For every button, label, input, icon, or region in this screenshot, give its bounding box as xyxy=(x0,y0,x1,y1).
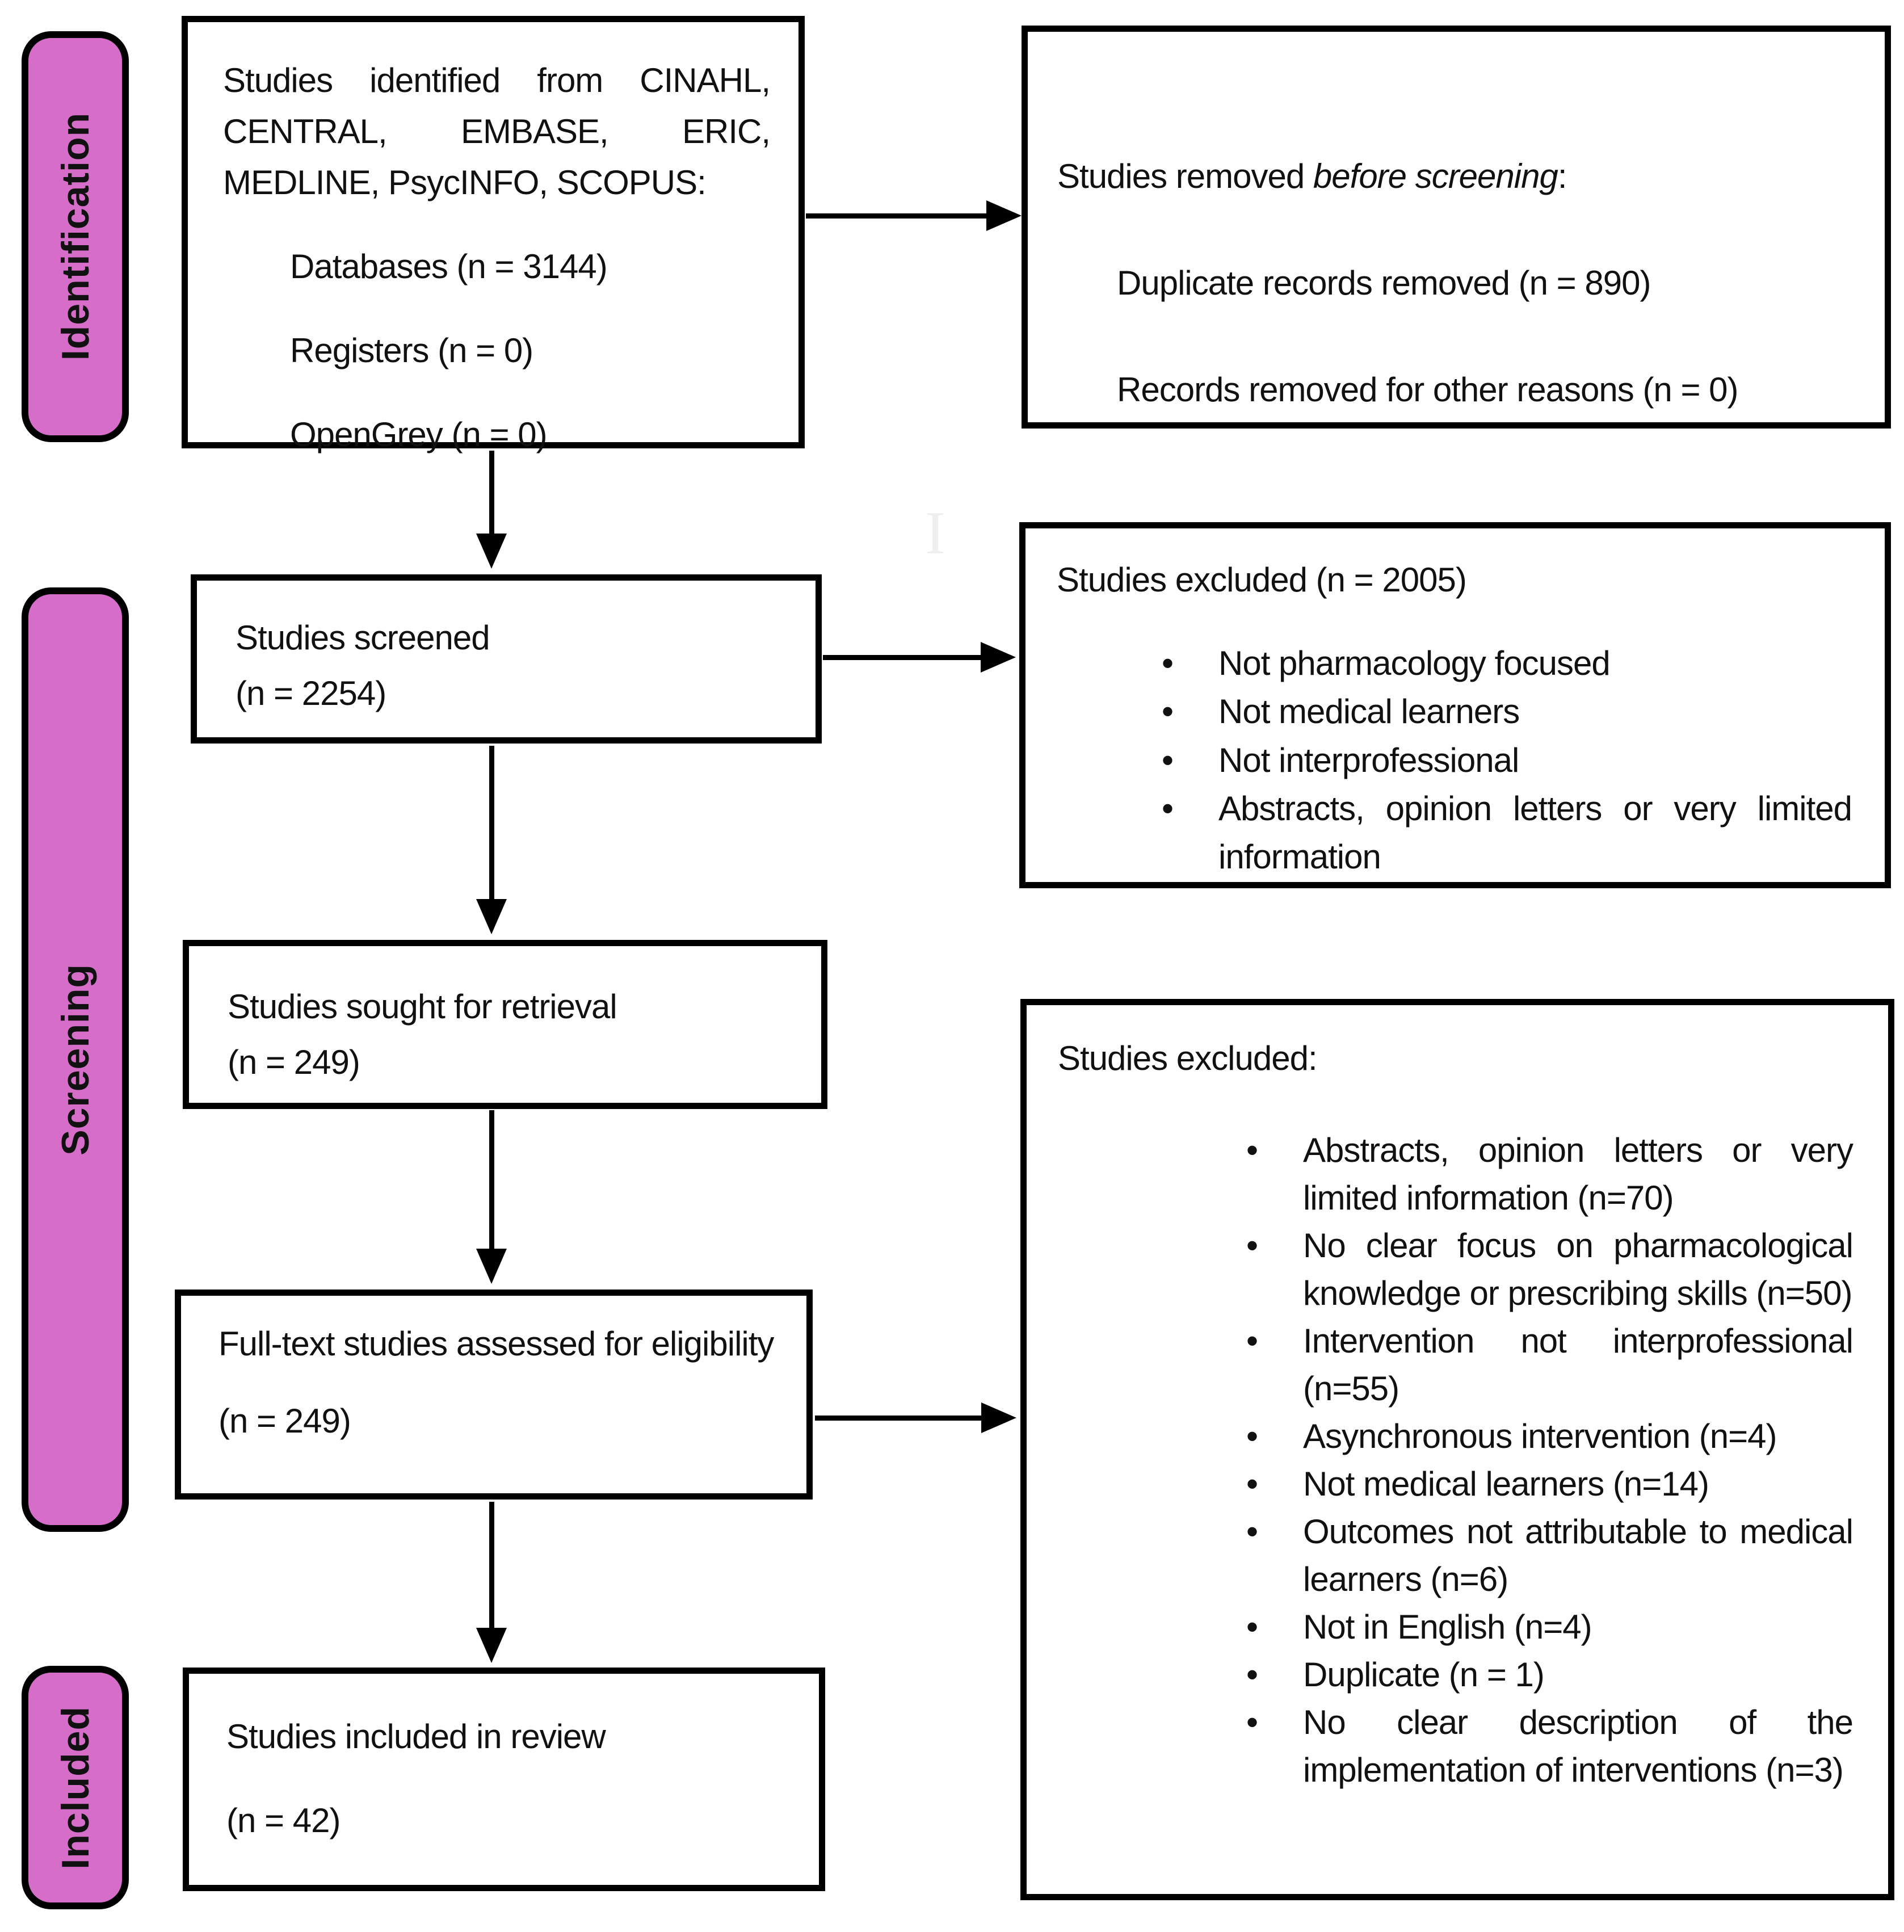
identified-intro-text: Studies identified from CINAHL, CENTRAL,… xyxy=(223,61,771,201)
removed-item-other-reasons: Records removed for other reasons (n = 0… xyxy=(1117,371,1739,409)
stage-label-text: Identification xyxy=(53,112,97,361)
stage-label-included: Included xyxy=(22,1666,129,1909)
bullet-item: Duplicate (n = 1) xyxy=(1246,1651,1853,1699)
fulltext-count: (n = 249) xyxy=(218,1402,351,1440)
box-studies-screened: Studies screened (n = 2254) xyxy=(191,574,822,744)
arrow-right-icon xyxy=(823,642,1016,673)
watermark-text-artifact: I xyxy=(925,499,945,567)
fulltext-line1: Full-text studies assessed for eligibili… xyxy=(218,1325,774,1363)
bullet-item: Not interprofessional xyxy=(1162,736,1852,784)
bullet-item: Not in English (n=4) xyxy=(1246,1603,1853,1651)
screened-line1: Studies screened xyxy=(236,619,490,657)
removed-title-italic: before screening xyxy=(1313,157,1558,195)
identified-source-databases: Databases (n = 3144) xyxy=(290,247,608,285)
bullet-item: Abstracts, opinion letters or very limit… xyxy=(1162,784,1852,881)
removed-title-suffix: : xyxy=(1557,157,1567,195)
arrow-down-icon xyxy=(476,746,507,934)
stage-label-screening: Screening xyxy=(22,587,129,1532)
removed-item-duplicates: Duplicate records removed (n = 890) xyxy=(1117,264,1651,303)
excluded-fulltext-title: Studies excluded: xyxy=(1058,1039,1318,1077)
box-sought-retrieval: Studies sought for retrieval (n = 249) xyxy=(183,940,827,1109)
stage-label-text: Screening xyxy=(53,964,97,1156)
box-included-review: Studies included in review (n = 42) xyxy=(183,1668,825,1891)
bullet-item: Outcomes not attributable to medical lea… xyxy=(1246,1508,1853,1603)
bullet-item: Abstracts, opinion letters or very limit… xyxy=(1246,1127,1853,1222)
sought-line1: Studies sought for retrieval xyxy=(228,988,617,1026)
stage-label-identification: Identification xyxy=(22,31,129,442)
sought-count: (n = 249) xyxy=(228,1043,360,1081)
removed-title-prefix: Studies removed xyxy=(1057,157,1313,195)
arrow-down-icon xyxy=(476,1502,507,1663)
included-count: (n = 42) xyxy=(226,1801,341,1839)
box-fulltext-assessed: Full-text studies assessed for eligibili… xyxy=(175,1290,813,1500)
arrow-down-icon xyxy=(476,1110,507,1284)
bullet-item: Not pharmacology focused xyxy=(1162,639,1852,687)
removed-title: Studies removed before screening: xyxy=(1057,152,1839,200)
bullet-item: No clear focus on pharmacological knowle… xyxy=(1246,1222,1853,1317)
screened-count: (n = 2254) xyxy=(236,674,386,712)
box-removed-before-screening: Studies removed before screening: Duplic… xyxy=(1022,26,1891,429)
bullet-item: No clear description of the implementati… xyxy=(1246,1699,1853,1794)
bullet-item: Intervention not interprofessional (n=55… xyxy=(1246,1317,1853,1413)
arrow-right-icon xyxy=(815,1402,1016,1433)
box-excluded-screening: Studies excluded (n = 2005) Not pharmaco… xyxy=(1019,522,1891,888)
box-excluded-fulltext: Studies excluded: Abstracts, opinion let… xyxy=(1020,999,1894,1900)
excluded-fulltext-list: Abstracts, opinion letters or very limit… xyxy=(1246,1127,1853,1794)
bullet-item: Not medical learners xyxy=(1162,687,1852,736)
included-line1: Studies included in review xyxy=(226,1717,606,1755)
excluded-screen-title: Studies excluded (n = 2005) xyxy=(1057,561,1467,599)
bullet-item: Not medical learners (n=14) xyxy=(1246,1460,1853,1508)
box-studies-identified: Studies identified from CINAHL, CENTRAL,… xyxy=(182,16,805,453)
identified-source-registers: Registers (n = 0) xyxy=(290,331,533,369)
arrow-right-icon xyxy=(806,200,1022,231)
stage-label-text: Included xyxy=(53,1706,97,1870)
arrow-down-icon xyxy=(476,451,507,569)
excluded-screen-list: Not pharmacology focused Not medical lea… xyxy=(1162,639,1852,881)
bullet-item: Asynchronous intervention (n=4) xyxy=(1246,1413,1853,1460)
identified-source-opengrey: OpenGrey (n = 0) xyxy=(290,415,548,453)
